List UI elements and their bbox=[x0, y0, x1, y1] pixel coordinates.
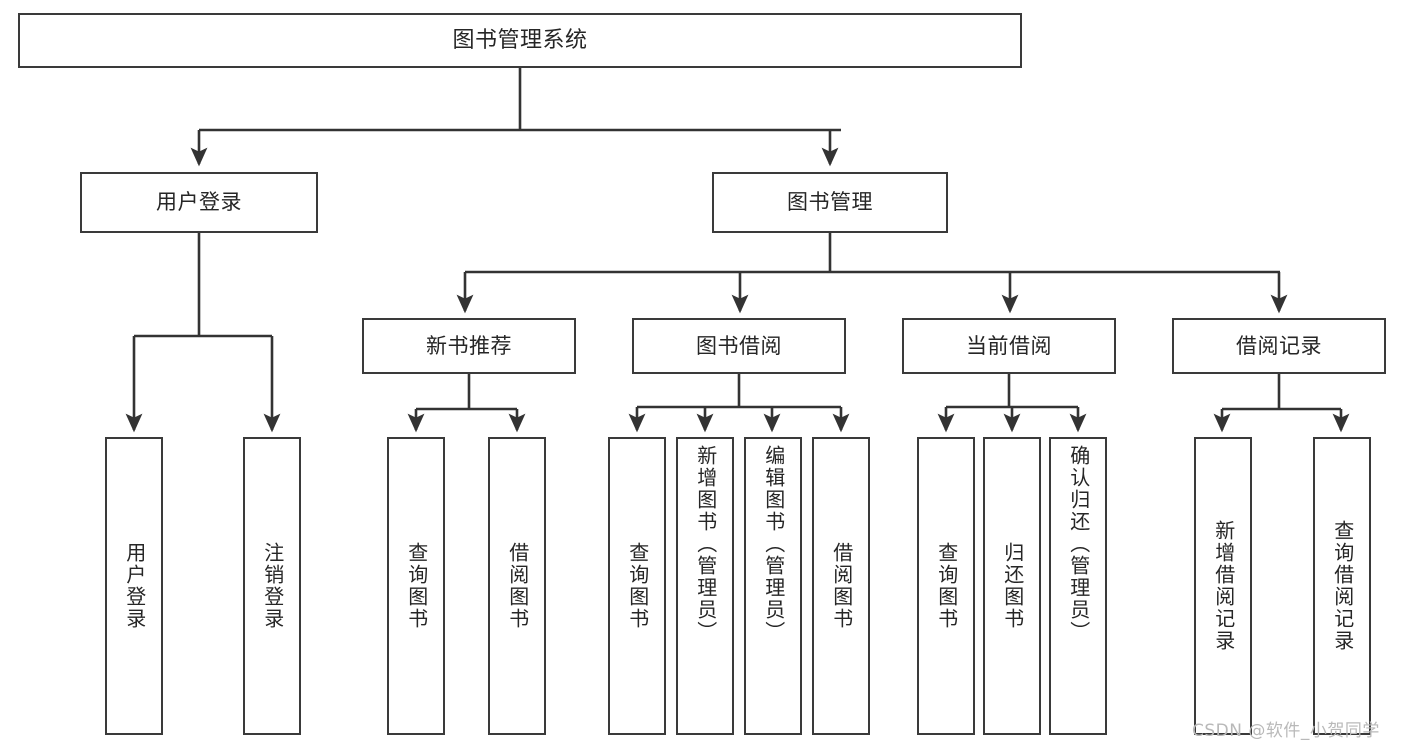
node-label: 新增图书（管理员） bbox=[693, 445, 718, 643]
node-label: 查询图书 bbox=[625, 542, 650, 630]
node-label: 编辑图书（管理员） bbox=[761, 445, 786, 643]
node-label: 借阅记录 bbox=[1236, 333, 1322, 358]
node-label: 归还图书 bbox=[1000, 542, 1025, 630]
leaf-book-borrow-edit-book-admin[interactable]: 编辑图书（管理员） bbox=[744, 437, 802, 735]
node-label: 当前借阅 bbox=[966, 333, 1052, 358]
leaf-book-borrow-add-book-admin[interactable]: 新增图书（管理员） bbox=[676, 437, 734, 735]
node-label: 查询图书 bbox=[934, 542, 959, 630]
node-label: 用户登录 bbox=[156, 190, 242, 214]
leaf-new-book-query-books[interactable]: 查询图书 bbox=[387, 437, 445, 735]
leaf-current-borrow-query-books[interactable]: 查询图书 bbox=[917, 437, 975, 735]
node-user-login[interactable]: 用户登录 bbox=[80, 172, 318, 233]
node-new-book-recommend[interactable]: 新书推荐 bbox=[362, 318, 576, 374]
node-borrow-record[interactable]: 借阅记录 bbox=[1172, 318, 1386, 374]
node-book-borrow[interactable]: 图书借阅 bbox=[632, 318, 846, 374]
node-label: 注销登录 bbox=[260, 542, 285, 630]
node-label: 图书管理系统 bbox=[452, 27, 588, 53]
node-label: 借阅图书 bbox=[505, 542, 530, 630]
node-label: 查询图书 bbox=[404, 542, 429, 630]
leaf-current-borrow-return-books[interactable]: 归还图书 bbox=[983, 437, 1041, 735]
node-root-book-management-system[interactable]: 图书管理系统 bbox=[18, 13, 1022, 68]
leaf-borrow-record-add-record[interactable]: 新增借阅记录 bbox=[1194, 437, 1252, 735]
leaf-book-borrow-borrow-books[interactable]: 借阅图书 bbox=[812, 437, 870, 735]
node-label: 图书管理 bbox=[787, 190, 873, 214]
node-label: 查询借阅记录 bbox=[1330, 520, 1355, 652]
node-label: 借阅图书 bbox=[829, 542, 854, 630]
leaf-user-login-logout[interactable]: 注销登录 bbox=[243, 437, 301, 735]
leaf-book-borrow-query-books[interactable]: 查询图书 bbox=[608, 437, 666, 735]
node-book-management[interactable]: 图书管理 bbox=[712, 172, 948, 233]
node-label: 用户登录 bbox=[122, 542, 147, 630]
csdn-watermark: CSDN @软件_小贺同学 bbox=[1192, 721, 1380, 741]
node-label: 确认归还（管理员） bbox=[1066, 445, 1091, 643]
node-label: 新增借阅记录 bbox=[1211, 520, 1236, 652]
leaf-new-book-borrow-books[interactable]: 借阅图书 bbox=[488, 437, 546, 735]
leaf-borrow-record-query-record[interactable]: 查询借阅记录 bbox=[1313, 437, 1371, 735]
node-current-borrow[interactable]: 当前借阅 bbox=[902, 318, 1116, 374]
node-label: 图书借阅 bbox=[696, 333, 782, 358]
leaf-user-login-login[interactable]: 用户登录 bbox=[105, 437, 163, 735]
leaf-current-borrow-confirm-return-admin[interactable]: 确认归还（管理员） bbox=[1049, 437, 1107, 735]
node-label: 新书推荐 bbox=[426, 333, 512, 358]
